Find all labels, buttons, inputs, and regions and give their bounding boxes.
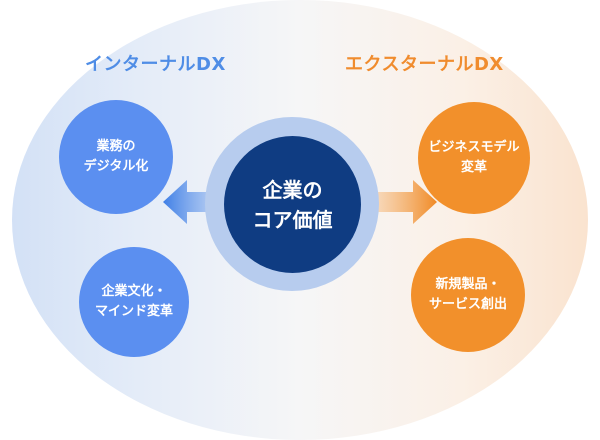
business-model-line2: 変革 [460, 160, 487, 175]
culture-mindset-line1: 企業文化・ [101, 283, 167, 299]
external-dx-title: エクスターナルDX [345, 54, 504, 75]
culture-mindset-circle: 企業文化・ マインド変革 [79, 247, 189, 357]
core-value-line2: コア価値 [252, 207, 333, 232]
digitalization-line2: デジタル化 [83, 159, 149, 174]
left-arrow-icon [163, 180, 235, 224]
business-model-circle: ビジネスモデル 変革 [418, 102, 530, 214]
culture-mindset-line2: マインド変革 [94, 304, 173, 319]
new-products-circle: 新規製品・ サービス創出 [411, 238, 525, 352]
internal-dx-title: インターナルDX [85, 54, 226, 75]
right-arrow-icon [365, 180, 437, 224]
business-model-line1: ビジネスモデル [428, 139, 520, 155]
core-value-line1: 企業の [262, 177, 323, 202]
new-products-line2: サービス創出 [428, 297, 507, 312]
core-value-circle: 企業の コア価値 [224, 136, 361, 273]
digitalization-line1: 業務の [96, 138, 136, 154]
digitalization-circle: 業務の デジタル化 [59, 100, 173, 214]
new-products-line1: 新規製品・ [435, 276, 501, 292]
